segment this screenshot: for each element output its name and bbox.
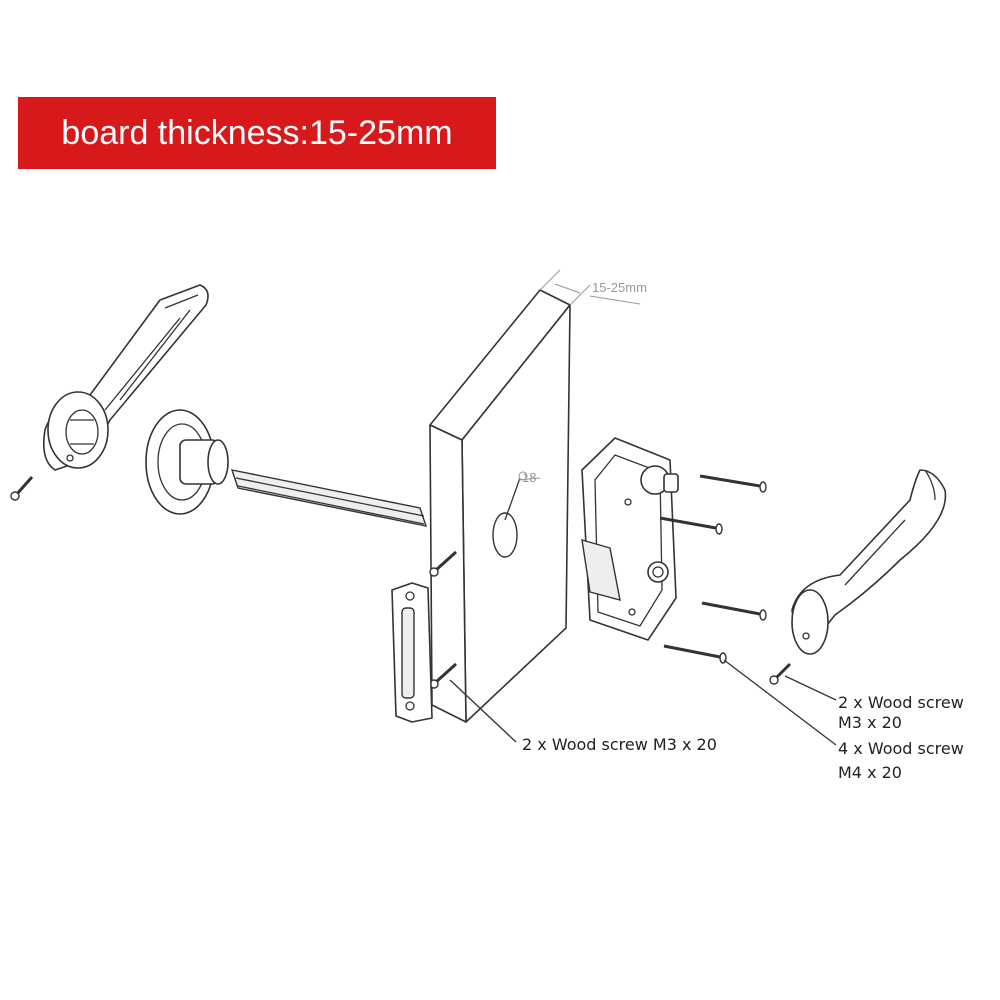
handle-screw-label-line2: M3 x 20 [838, 713, 902, 732]
left-handle-screw [10, 476, 34, 501]
rosette [145, 409, 229, 515]
door-board: 18 [429, 289, 571, 723]
strike-plate [391, 582, 433, 723]
lock-screws-label-line1: 4 x Wood screw [838, 739, 964, 758]
handle-screw-leader [784, 675, 837, 701]
board-thickness-banner: board thickness:15-25mm [18, 97, 496, 169]
lock-screw-leader [723, 659, 837, 746]
spindle [230, 469, 428, 527]
thickness-dimension: 15-25mm [539, 269, 647, 306]
strike-screw-leader [449, 679, 517, 743]
right-lever-handle [791, 469, 947, 655]
hole-diameter-label: 18 [522, 470, 536, 485]
lock-body [581, 437, 679, 641]
lock-screws [659, 474, 767, 664]
strike-screws-label: 2 x Wood screw M3 x 20 [522, 735, 717, 754]
banner-text: board thickness:15-25mm [61, 113, 453, 152]
left-lever-handle [42, 284, 209, 471]
strike-screws [429, 550, 458, 689]
thickness-dimension-label: 15-25mm [592, 280, 647, 295]
lock-screws-label-line2: M4 x 20 [838, 763, 902, 782]
right-handle-screw [769, 662, 792, 685]
handle-screw-label-line1: 2 x Wood screw [838, 693, 964, 712]
